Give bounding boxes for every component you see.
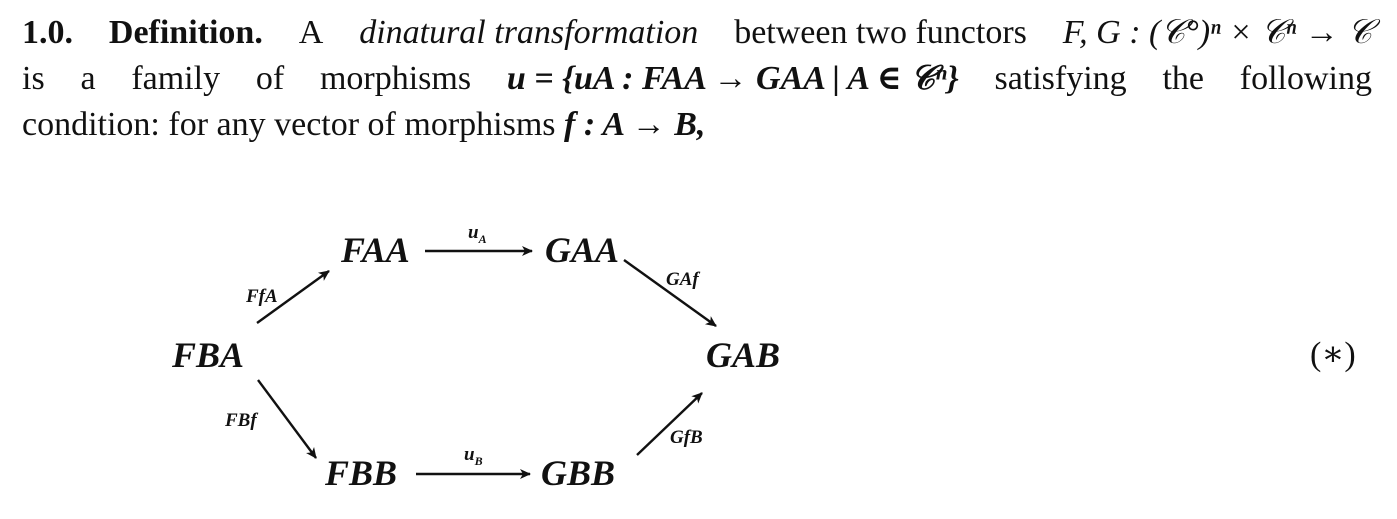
functor-signature: F, G : (𝒞°)ⁿ × 𝒞ⁿ → 𝒞 xyxy=(1062,14,1372,51)
node-FAA: FAA xyxy=(340,230,410,270)
label-FBf: FBf xyxy=(224,410,258,431)
word: satisfying xyxy=(994,60,1127,97)
word: a xyxy=(80,60,96,97)
word: morphisms xyxy=(319,60,472,97)
label-uA-sub: A xyxy=(478,232,487,246)
definition-heading: Definition. xyxy=(108,14,263,51)
node-GAB: GAB xyxy=(706,335,780,375)
label-uA-main: u xyxy=(468,222,479,243)
definition-paragraph: 1.0. Definition. A dinatural transformat… xyxy=(22,10,1372,148)
definition-line-2: is a family of morphisms u = {uA : FAA →… xyxy=(22,56,1372,102)
word: is xyxy=(22,60,45,97)
label-GAf: GAf xyxy=(666,269,700,290)
node-FBB: FBB xyxy=(324,453,397,493)
arrow-FfA xyxy=(256,270,330,324)
definition-lead: A xyxy=(298,14,324,51)
arrow-GAf xyxy=(623,259,717,327)
label-uB-main: u xyxy=(464,444,475,465)
label-FfA: FfA xyxy=(245,286,278,307)
arrow-GfB xyxy=(636,392,703,456)
definition-text: between two functors xyxy=(734,14,1027,51)
definition-line-1: 1.0. Definition. A dinatural transformat… xyxy=(22,10,1372,56)
word: following xyxy=(1239,60,1372,97)
condition-text: condition: for any vector of morphisms xyxy=(22,106,556,143)
node-GBB: GBB xyxy=(541,453,615,493)
word: of xyxy=(255,60,285,97)
arrow-FBf xyxy=(257,379,317,459)
label-uB-sub: B xyxy=(474,454,483,468)
label-uB: uB xyxy=(464,444,483,468)
morphism-family-formula: u = {uA : FAA → GAA | A ∈ 𝒞ⁿ} xyxy=(506,60,959,97)
word: family xyxy=(131,60,221,97)
vector-morphism-formula: f : A → B, xyxy=(564,106,706,143)
equation-tag: (∗) xyxy=(1310,336,1356,373)
defined-term: dinatural transformation xyxy=(359,14,699,51)
node-GAA: GAA xyxy=(545,230,619,270)
label-GfB: GfB xyxy=(670,427,703,448)
word: the xyxy=(1162,60,1204,97)
label-uA: uA xyxy=(468,222,487,246)
definition-line-3: condition: for any vector of morphisms f… xyxy=(22,102,1372,148)
definition-number: 1.0. xyxy=(22,14,73,51)
node-FBA: FBA xyxy=(171,335,244,375)
